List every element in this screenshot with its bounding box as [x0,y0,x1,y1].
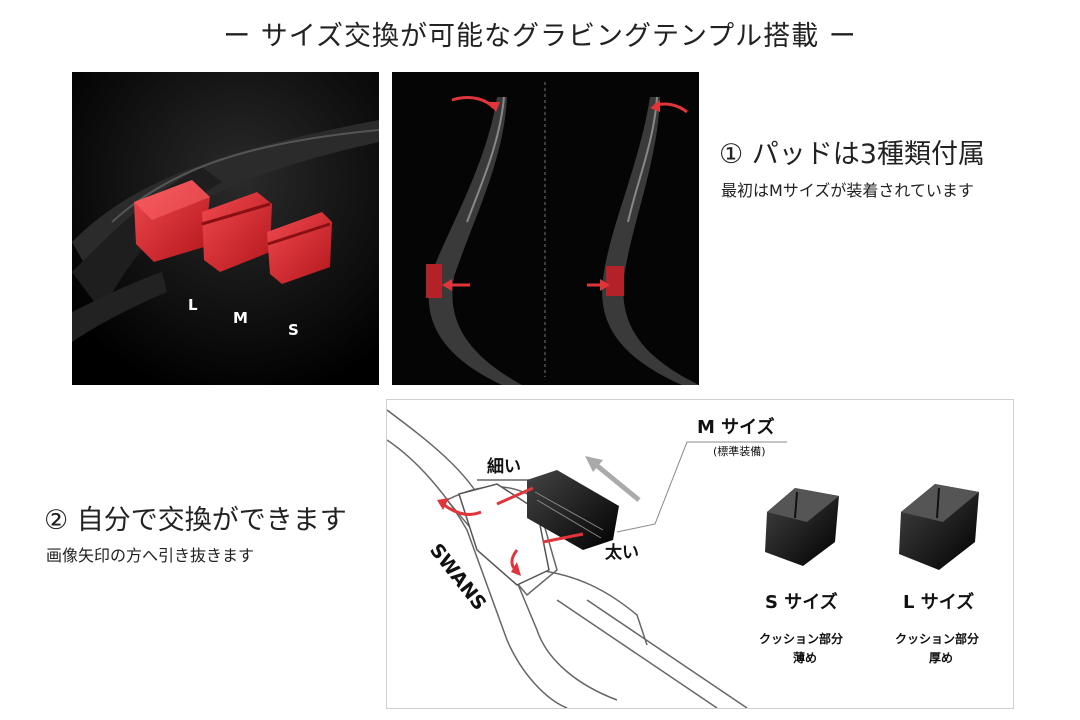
thin-label: 細い [487,456,521,477]
l-size-desc-2: 厚め [929,651,953,665]
pad-m [201,192,272,272]
m-size-pad [527,470,619,550]
section1-subtext: 最初はMサイズが装着されています [721,181,974,200]
pad-label-s: S [288,321,299,339]
pad-label-m: M [233,309,248,327]
page-title: ー サイズ交換が可能なグラビングテンプル搭載 ー [223,21,857,52]
s-size-pad [765,488,839,566]
pad-l [134,180,210,262]
m-size-note: (標準装備) [713,444,766,458]
pull-arrow-icon [585,456,641,502]
temple-photo [392,72,699,385]
s-size-label: S サイズ [765,591,838,613]
m-size-label: M サイズ [697,416,775,438]
pad-label-l: L [188,296,198,314]
l-size-desc-1: クッション部分 [895,631,979,646]
s-size-desc-1: クッション部分 [759,631,843,646]
thick-label: 太い [605,542,639,563]
s-size-desc-2: 薄め [793,650,817,665]
pads-photo: L M S [72,72,379,385]
l-size-pad [899,484,979,570]
section1-heading: ① パッドは3種類付属 [719,139,985,170]
section2-subtext: 画像矢印の方へ引き抜きます [46,546,255,565]
pad-s [267,212,332,284]
section2-heading: ② 自分で交換ができます [44,505,347,536]
l-size-label: L サイズ [903,591,974,613]
exchange-diagram: SWANS M サイズ (標準装備) 細い [386,399,1014,709]
